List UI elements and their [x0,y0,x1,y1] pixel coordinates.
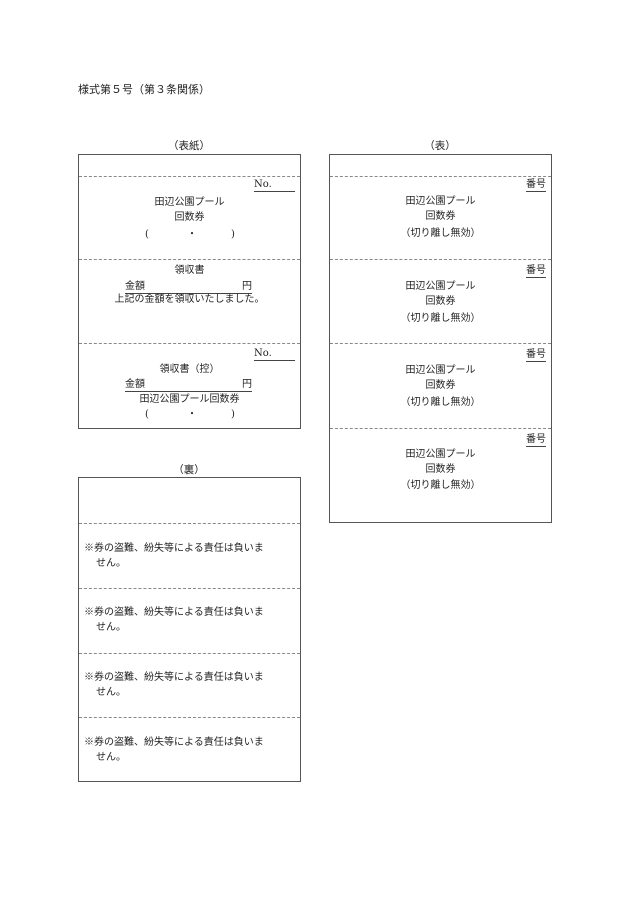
stub-heading: 領収書（控） [159,364,220,375]
cut-line [330,176,551,177]
ticket-line-2: 回数券 [425,211,456,222]
number-label: 番号 [526,434,546,447]
no-label: No. [254,178,295,192]
notice-line-2: せん。 [96,687,126,698]
cover-panel: No. 田辺公園プール 回数券 ( ・ ) 領収書 金額 円 上記の金額を領収い… [78,154,301,429]
cut-line [79,653,300,654]
paren-close: ) [231,409,235,420]
amount-field: 金額 円 [125,280,252,294]
ticket-line-2: 回数券 [425,296,456,307]
number-label: 番号 [526,179,546,192]
no-label: No. [254,347,295,361]
notice-line-1: ※券の盗難、紛失等による責任は負いま [84,737,264,748]
receipt-statement: 上記の金額を領収いたしました。 [114,294,265,305]
notice-line-1: ※券の盗難、紛失等による責任は負いま [84,672,264,683]
amount-field: 金額 円 [125,378,252,392]
cut-line [79,717,300,718]
notice-line-1: ※券の盗難、紛失等による責任は負いま [84,607,264,618]
cut-line [79,523,300,524]
notice-line-1: ※券の盗難、紛失等による責任は負いま [84,543,264,554]
ticket-line-1: 田辺公園プール [405,449,476,460]
paren-dot: ・ [187,229,197,240]
number-label: 番号 [526,265,546,278]
cut-line [330,343,551,344]
back-panel: ※券の盗難、紛失等による責任は負いま せん。 ※券の盗難、紛失等による責任は負い… [78,477,301,782]
form-title: 様式第５号（第３条関係） [78,83,210,96]
cut-line [79,259,300,260]
ticket-line-1: 田辺公園プール [405,365,476,376]
paren-open: ( [145,409,149,420]
notice-line-2: せん。 [96,558,126,569]
number-label: 番号 [526,349,546,362]
receipt-heading: 領収書 [174,265,205,276]
ticket-line-3: （切り離し無効） [400,313,481,324]
ticket-line-2: 回数券 [425,464,456,475]
ticket-name: 回数券 [174,212,205,223]
cut-line [330,259,551,260]
paren-close: ) [231,229,235,240]
liability-notice: ※券の盗難、紛失等による責任は負いま せん。 [84,735,299,765]
yen-label: 円 [242,281,252,292]
front-panel: 番号 田辺公園プール 回数券 （切り離し無効） 番号 田辺公園プール 回数券 （… [329,154,552,523]
cut-line [330,428,551,429]
yen-label: 円 [242,379,252,390]
notice-line-2: せん。 [96,752,126,763]
ticket-line-1: 田辺公園プール [405,281,476,292]
amount-label: 金額 [125,281,145,292]
cut-line [79,343,300,344]
liability-notice: ※券の盗難、紛失等による責任は負いま せん。 [84,605,299,635]
ticket-line-2: 回数券 [425,380,456,391]
cover-caption: （表紙） [168,140,210,152]
back-caption: （裏） [173,464,205,476]
ticket-line-1: 田辺公園プール [405,196,476,207]
paren-open: ( [145,229,149,240]
notice-line-2: せん。 [96,622,126,633]
cut-line [79,176,300,177]
ticket-line-3: （切り離し無効） [400,228,481,239]
front-caption: （表） [424,140,456,152]
ticket-line-3: （切り離し無効） [400,480,481,491]
ticket-line-3: （切り離し無効） [400,397,481,408]
amount-label: 金額 [125,379,145,390]
liability-notice: ※券の盗難、紛失等による責任は負いま せん。 [84,541,299,571]
pool-name: 田辺公園プール [154,197,225,208]
cut-line [79,588,300,589]
liability-notice: ※券の盗難、紛失等による責任は負いま せん。 [84,670,299,700]
paren-dot: ・ [187,409,197,420]
stub-ticket-name: 田辺公園プール回数券 [139,394,240,405]
